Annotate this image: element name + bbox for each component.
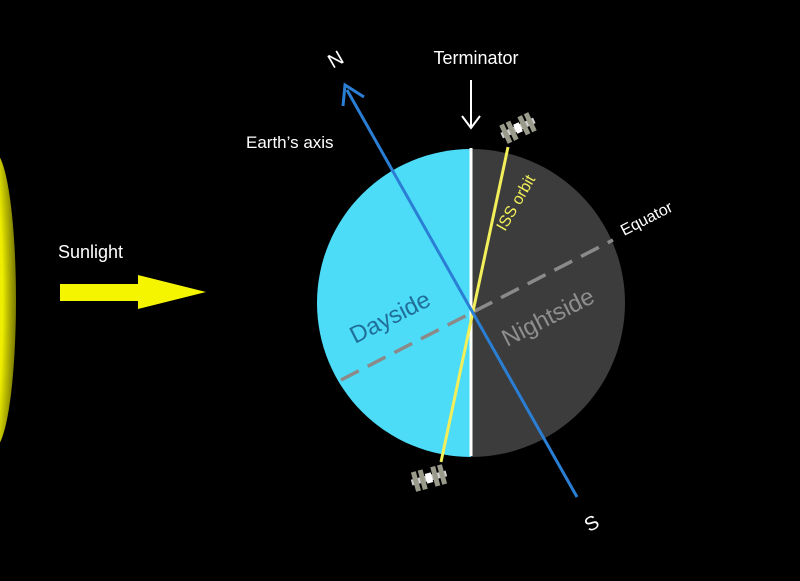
sunlight-arrow xyxy=(60,275,206,309)
south-label: S xyxy=(581,511,604,537)
iss-satellite-icon-bottom xyxy=(410,464,448,492)
equator-label: Equator xyxy=(618,199,676,240)
equator-line xyxy=(340,238,614,382)
axis-arrowhead xyxy=(341,82,365,107)
iss-satellite-icon-top xyxy=(499,112,537,144)
earth-axis-label: Earth’s axis xyxy=(246,133,334,152)
terminator-arrow-icon xyxy=(461,80,481,130)
sun xyxy=(0,157,16,443)
sunlight-label: Sunlight xyxy=(58,242,123,262)
north-label: N xyxy=(324,47,348,73)
iss-orbit-line xyxy=(439,146,510,463)
terminator-label: Terminator xyxy=(433,48,518,68)
earth-axis-line xyxy=(345,89,579,498)
